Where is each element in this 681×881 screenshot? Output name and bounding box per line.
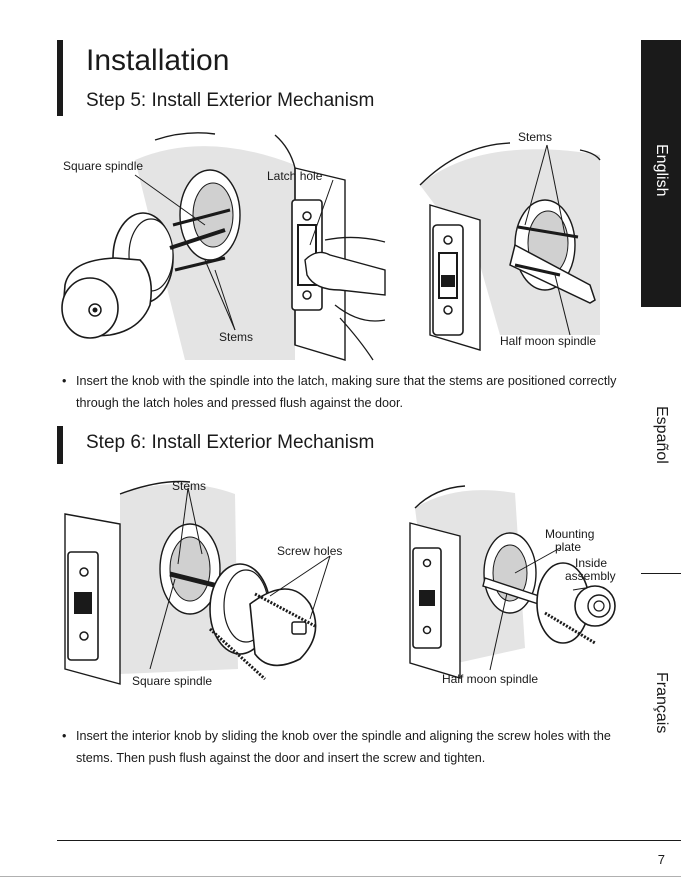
- step5-figure-interior: Stems Half moon spindle: [419, 130, 601, 351]
- step6-figure-interior: Mounting plate Inside assembly Half moon…: [409, 485, 616, 686]
- label-stems-left: Stems: [219, 330, 253, 344]
- label-mounting: Mounting: [545, 527, 594, 541]
- bullet: •: [62, 729, 67, 743]
- label-stems-right: Stems: [518, 130, 552, 144]
- step6-figure-exterior: Stems Screw holes Square spindle: [64, 479, 342, 688]
- label-half-moon-spindle: Half moon spindle: [500, 334, 596, 348]
- bullet: •: [62, 374, 67, 388]
- tab-francais[interactable]: Français: [641, 650, 681, 770]
- label-step6-square-spindle: Square spindle: [132, 674, 212, 688]
- step5-heading: Step 5: Install Exterior Mechanism: [86, 90, 375, 111]
- step6-heading: Step 6: Install Exterior Mechanism: [86, 432, 375, 453]
- label-plate: plate: [555, 540, 581, 554]
- step6-instruction-text: Insert the interior knob by sliding the …: [76, 729, 611, 765]
- tab-francais-label: Français: [653, 672, 670, 734]
- section-bar-step6: [57, 426, 63, 464]
- step6-instruction: • Insert the interior knob by sliding th…: [62, 725, 622, 769]
- label-screw-holes: Screw holes: [277, 544, 342, 558]
- step5-figure-exterior: Square spindle Latch hole Stems: [61, 132, 386, 361]
- tab-espanol-label: Español: [653, 406, 670, 464]
- page-number: 7: [657, 852, 665, 867]
- label-square-spindle: Square spindle: [63, 159, 143, 173]
- step5-instruction: • Insert the knob with the spindle into …: [62, 370, 622, 414]
- label-inside: Inside: [575, 556, 607, 570]
- label-step6-stems: Stems: [172, 479, 206, 493]
- section-bar-installation: [57, 40, 63, 116]
- label-assembly: assembly: [565, 569, 616, 583]
- tab-english-label: English: [653, 144, 670, 197]
- label-step6-half-moon-spindle: Half moon spindle: [442, 672, 538, 686]
- tab-divider: [641, 573, 681, 574]
- label-latch-hole: Latch hole: [267, 169, 323, 183]
- tab-espanol[interactable]: Español: [641, 380, 681, 570]
- page-title: Installation: [86, 44, 230, 77]
- step5-instruction-text: Insert the knob with the spindle into th…: [76, 374, 617, 410]
- footer-rule: [57, 840, 681, 841]
- tab-english[interactable]: English: [641, 40, 681, 307]
- page-edge: [0, 876, 681, 877]
